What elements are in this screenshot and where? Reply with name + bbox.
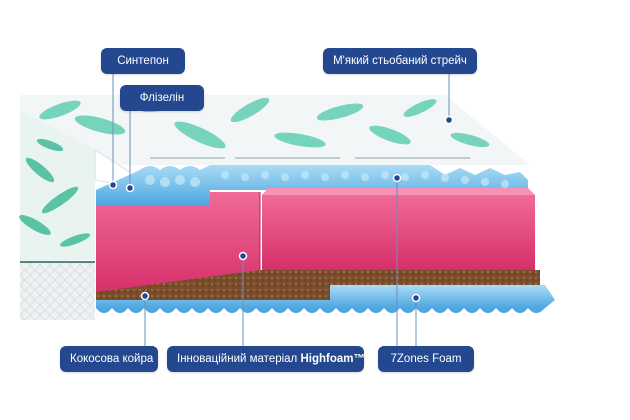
- label-highfoam: Інноваційний матеріал Highfoam™: [167, 346, 365, 372]
- label-highfoam-prefix: Інноваційний матеріал: [177, 353, 301, 365]
- label-highfoam-brand: Highfoam™: [300, 353, 365, 365]
- label-coir: Кокосова койра: [60, 346, 158, 372]
- label-sinteon: Синтепон: [101, 48, 185, 74]
- zones-foam-layer: [96, 285, 555, 313]
- label-flizelin: Флізелін: [120, 85, 204, 111]
- label-7zones: 7Zones Foam: [378, 346, 474, 372]
- highfoam-layer: [96, 188, 535, 295]
- cover-top: [20, 95, 530, 165]
- cover-side: [19, 110, 95, 320]
- marker-dots: [108, 115, 454, 303]
- coir-layer: [96, 270, 540, 300]
- leader-lines: [112, 74, 450, 346]
- top-blue-foam: [96, 165, 528, 205]
- label-stretch: М'який стьобаний стрейч: [323, 48, 477, 74]
